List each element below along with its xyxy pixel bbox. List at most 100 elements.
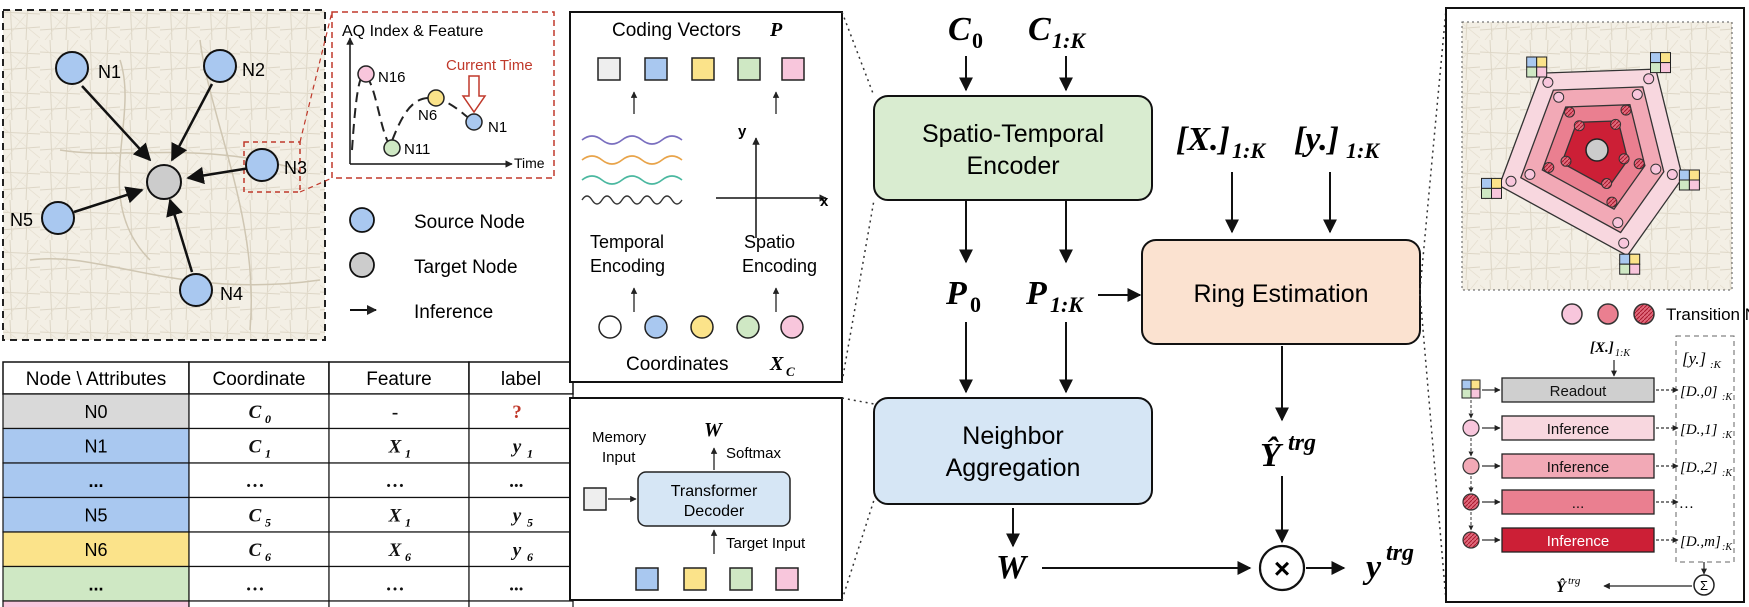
coding-title-var: P: [769, 19, 783, 41]
inset-current-time: Current Time: [446, 57, 533, 74]
p1k-sub: 1:K: [1050, 292, 1084, 317]
inference-rows: Readout[D.,0]:KInference[D.,1]:KInferenc…: [1461, 377, 1733, 553]
c0-label: C: [948, 11, 971, 48]
table-feat: X: [388, 437, 403, 458]
row-node-icon: [1462, 493, 1480, 511]
table-coord: C: [249, 437, 262, 458]
vector-pink: [781, 57, 805, 81]
transition-node: [1618, 153, 1630, 165]
inset-point-n11: [383, 139, 401, 157]
temporal-line1: Temporal: [590, 232, 664, 252]
temporal-line2: Encoding: [590, 256, 665, 276]
table-feat: …: [386, 471, 405, 492]
table-cell: [468, 600, 574, 607]
spatio-line1: Spatio: [744, 232, 795, 252]
table-feat-sub: 6: [405, 550, 411, 564]
legend-target-icon: [349, 252, 375, 278]
transition-node: [1612, 217, 1624, 229]
sum-symbol: Σ: [1700, 578, 1708, 593]
row-d-sub: :K: [1722, 392, 1733, 403]
target-input-label: Target Input: [726, 535, 806, 552]
table-feat: -: [392, 402, 398, 423]
ytrg-label: y: [1362, 549, 1382, 586]
rp-yhat-sup: trg: [1568, 575, 1581, 587]
table-header-text: Feature: [366, 369, 431, 390]
table-cell: [188, 462, 330, 499]
main-flow: C 0 C 1:K Spatio-Temporal Encoder P 0 P …: [841, 9, 1447, 601]
x-input-sub: 1:K: [1232, 138, 1266, 163]
row-box: [1501, 377, 1655, 403]
table-row-node: N0: [84, 402, 107, 422]
inset-label-n6: N6: [418, 107, 437, 124]
map-panel: N1 N2 N3 N4 N5: [2, 9, 326, 341]
label-n3: N3: [284, 158, 307, 178]
row-label: Readout: [1550, 383, 1608, 400]
row-d-label: [D.,m]: [1680, 534, 1721, 550]
transition-node-dark-icon: [1633, 303, 1655, 325]
row-d-sub: :K: [1722, 430, 1733, 441]
coord-pink: [780, 315, 804, 339]
w-label: W: [996, 549, 1029, 586]
legend-target-label: Target Node: [414, 257, 518, 278]
row-d-sub: :K: [1722, 542, 1733, 553]
transition-node-mid-icon: [1597, 303, 1619, 325]
transition-node: [1543, 162, 1555, 173]
table-feat: X: [388, 540, 403, 561]
table-header-text: Node \ Attributes: [26, 369, 166, 390]
table-cell: [328, 393, 470, 430]
decoder-w: W: [704, 419, 723, 441]
table-node-cell: [2, 427, 190, 464]
inset-label-n16: N16: [378, 69, 406, 86]
target-blue: [635, 567, 659, 591]
coords-label: Coordinates: [626, 354, 728, 375]
map-legend: Source Node Target Node Inference: [349, 207, 525, 323]
table-cell: [468, 393, 574, 430]
table-node-cell: [2, 393, 190, 430]
vector-blue: [644, 57, 668, 81]
source-grid-icon: [1678, 169, 1700, 191]
decoder-line2: Decoder: [684, 503, 745, 520]
table-cell: [468, 565, 574, 602]
target-yellow: [683, 567, 707, 591]
transition-node: [1643, 73, 1655, 85]
d-column-box: [1675, 335, 1735, 563]
table-cell: [188, 531, 330, 568]
aggregation-box: [873, 397, 1153, 505]
table-coord: C: [249, 540, 262, 561]
table-row-node: N1: [84, 437, 107, 457]
transition-node: [1505, 175, 1517, 187]
inset-point-n16: [357, 65, 375, 83]
transition-node: [1610, 118, 1622, 130]
spatio-line2: Encoding: [742, 256, 817, 276]
wave-2: [581, 155, 683, 165]
row-node-icon: [1462, 531, 1480, 549]
n3-highlight-box: [243, 141, 301, 193]
row-d-label: [D.,2]: [1680, 460, 1718, 476]
inset-point-n6: [427, 89, 445, 107]
table-cell: [188, 427, 330, 464]
table-header-cell: [188, 361, 330, 395]
source-grid-icon: [1481, 177, 1502, 199]
table-label: ?: [512, 402, 522, 423]
y-input-label: [y.]: [1294, 121, 1339, 158]
inset-label-n11: N11: [404, 141, 430, 158]
encoder-line2: Encoder: [966, 152, 1059, 180]
yhat-label: Ŷ: [1260, 436, 1284, 474]
coord-yellow: [690, 315, 714, 339]
transition-node: [1650, 163, 1662, 175]
table-feat-sub: 1: [405, 447, 411, 461]
transition-label: Transition Nodes: [1666, 305, 1749, 324]
readout-grid-icon: [1461, 379, 1481, 399]
ring-target-node: [1585, 138, 1609, 162]
table-header-cell: [328, 361, 470, 395]
table-coord-sub: 1: [265, 447, 271, 461]
table-cell: [328, 531, 470, 568]
table-header-cell: [468, 361, 574, 395]
aggregation-line2: Aggregation: [946, 454, 1081, 482]
coords-var: X: [769, 353, 784, 375]
source-grid-icon: [1650, 52, 1671, 74]
row-d-label: [D.,0]: [1680, 384, 1718, 400]
wave-3: [581, 175, 683, 185]
memory-line1: Memory: [592, 429, 647, 446]
